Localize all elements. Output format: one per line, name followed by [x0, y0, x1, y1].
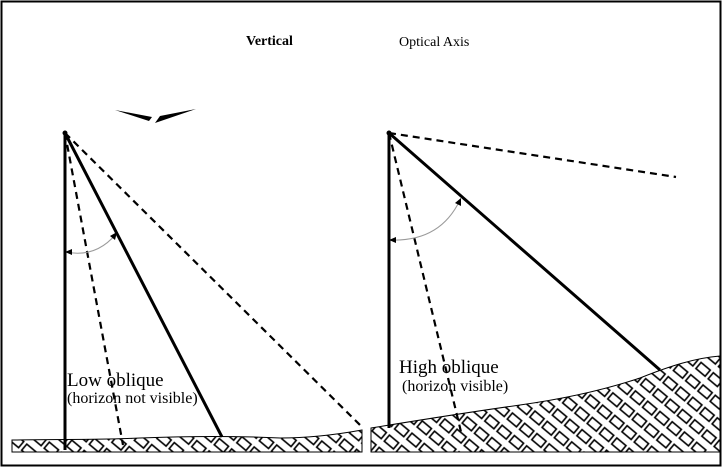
arrowhead-icon [455, 198, 461, 206]
high-oblique-ground [370, 355, 721, 453]
low-fov-far-edge [64, 132, 361, 426]
low-fov-near-edge [63, 132, 125, 446]
high-optical-axis-line [388, 131, 661, 372]
low-optical-axis-line [63, 132, 224, 438]
high-fov-near-edge [387, 132, 464, 437]
high-oblique-panel: High oblique (horizon visible) [370, 130, 721, 453]
optical-axis-label: Optical Axis [399, 35, 469, 50]
arrowhead-icon [110, 232, 117, 240]
low-oblique-ground [11, 429, 363, 453]
aircraft-icon [115, 109, 196, 123]
vertical-label: Vertical [246, 34, 293, 49]
low-oblique-subtitle: (horizon not visible) [67, 390, 198, 407]
low-oblique-panel: Low oblique (horizon not visible) [11, 130, 363, 453]
low-tilt-angle-arc [65, 233, 117, 254]
high-oblique-title: High oblique [399, 357, 499, 378]
arrowhead-icon [389, 237, 396, 243]
high-fov-far-edge [388, 131, 677, 179]
low-oblique-title: Low oblique [67, 370, 164, 391]
high-oblique-subtitle: (horizon visible) [402, 378, 508, 395]
high-tilt-angle-arc [389, 199, 461, 241]
arrowhead-icon [65, 249, 72, 255]
